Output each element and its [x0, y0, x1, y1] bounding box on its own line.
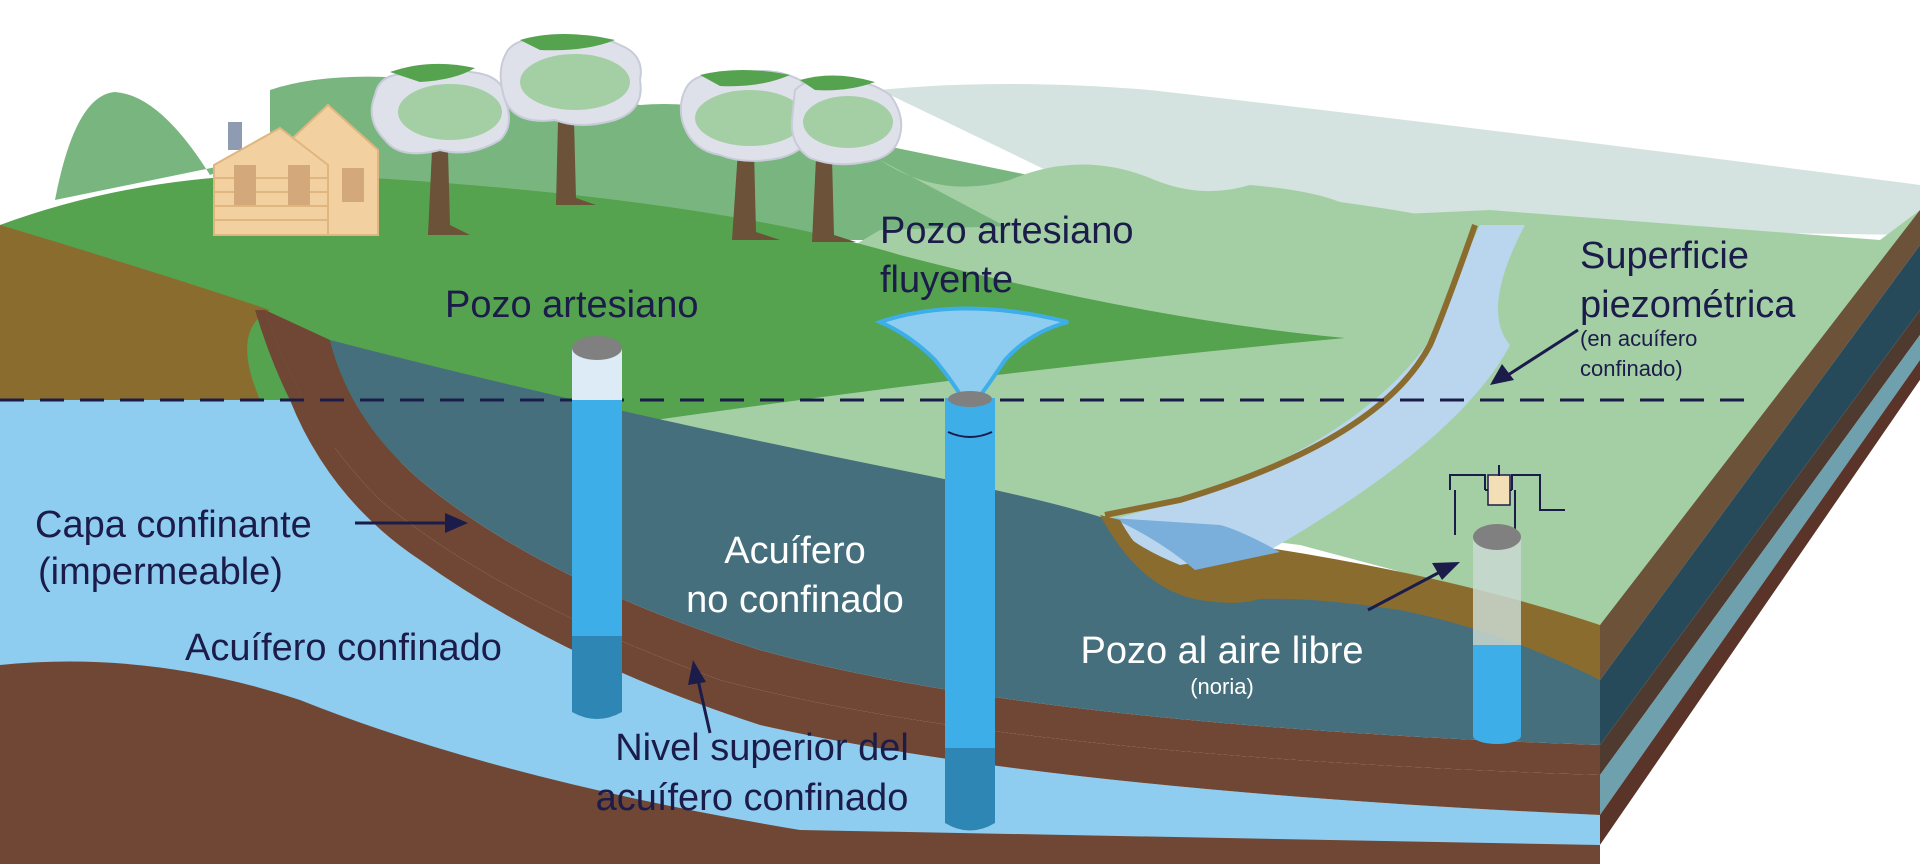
arrow-superficie	[1490, 328, 1579, 385]
trees	[370, 34, 903, 242]
flowing-artesian-well	[874, 306, 1069, 831]
label-capa-line2: (impermeable)	[38, 551, 283, 593]
label-superficie-note2: confinado)	[1580, 356, 1683, 381]
label-noria: (noria)	[1190, 674, 1254, 699]
label-acuifero-confinado: Acuífero confinado	[185, 627, 502, 669]
label-superficie-note1: (en acuífero	[1580, 326, 1697, 351]
confined-aquifer	[0, 400, 1600, 845]
label-nivel-line2: acuífero confinado	[596, 777, 909, 819]
label-nivel-line1: Nivel superior del	[615, 727, 909, 769]
label-pozo-fluyente-line2: fluyente	[880, 259, 1013, 301]
label-no-confinado-line1: Acuífero	[724, 530, 866, 572]
label-superficie-line1: Superficie	[1580, 235, 1749, 277]
open-well	[1449, 465, 1565, 744]
arrows	[355, 328, 1579, 734]
bottom-clay	[0, 661, 1600, 864]
arrow-capa-confinante	[355, 513, 468, 533]
artesian-well	[572, 336, 622, 719]
arrow-pozo-aire-libre	[1367, 562, 1460, 612]
label-pozo-artesiano: Pozo artesiano	[445, 284, 699, 326]
block-side	[1600, 210, 1920, 864]
label-pozo-fluyente-line1: Pozo artesiano	[880, 210, 1134, 252]
label-capa-line1: Capa confinante	[35, 504, 312, 546]
arrow-nivel-superior	[688, 660, 712, 734]
label-superficie-line2: piezométrica	[1580, 284, 1796, 326]
label-pozo-aire-libre: Pozo al aire libre	[1080, 630, 1363, 672]
house	[213, 103, 379, 236]
label-no-confinado-line2: no confinado	[686, 579, 904, 621]
